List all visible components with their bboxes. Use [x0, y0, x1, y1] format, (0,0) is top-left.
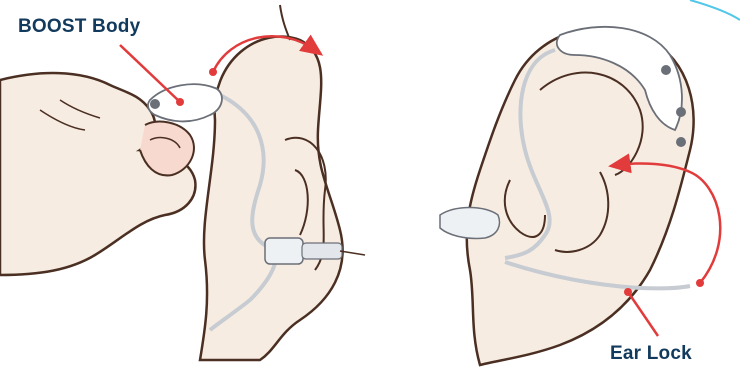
corner-accent-icon — [690, 0, 740, 20]
ear-lock-callout-dot — [624, 288, 632, 296]
boost-body-icon — [148, 84, 222, 121]
ear-lock-callout — [628, 292, 658, 336]
boost-body-label: BOOST Body — [18, 16, 140, 38]
rotate-arrow-left-dot — [209, 68, 217, 76]
ear-lock-label: Ear Lock — [610, 343, 692, 365]
right-earpiece-icon — [440, 208, 499, 239]
boost-body-callout-dot — [176, 98, 184, 106]
rotate-arrow-right-dot — [696, 279, 704, 287]
